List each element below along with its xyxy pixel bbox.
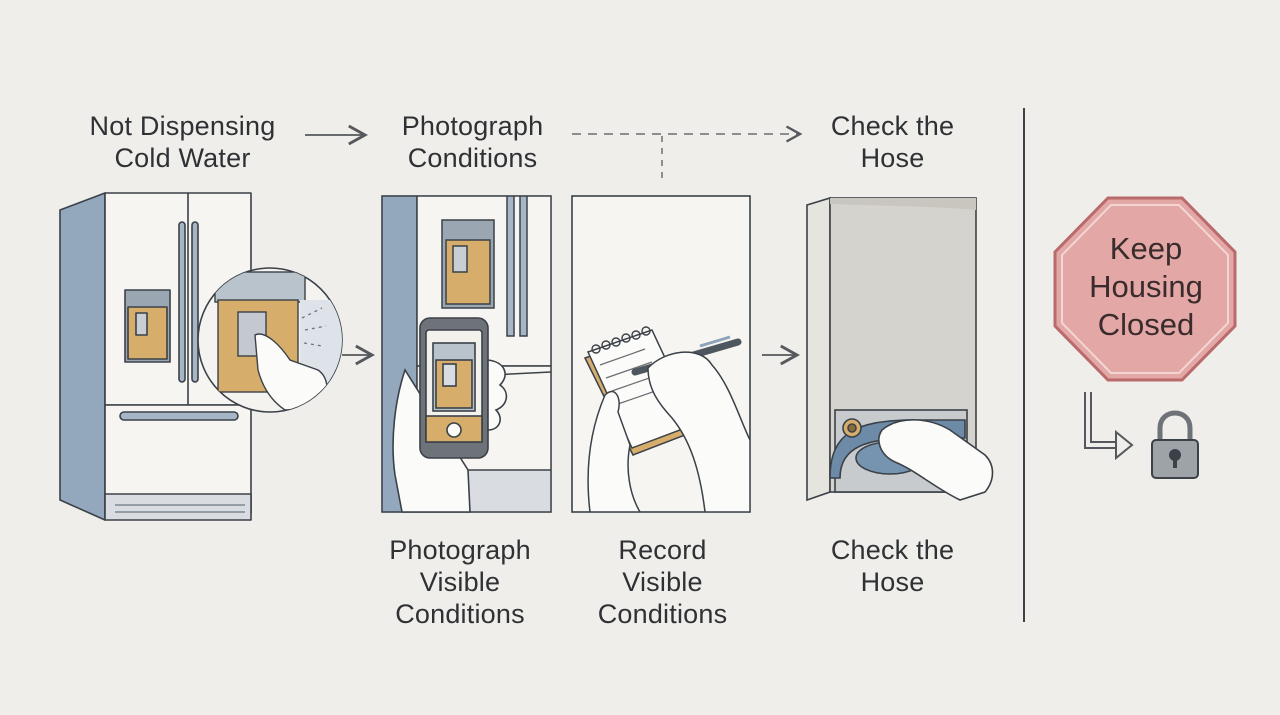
hose-panel [806,196,994,502]
label-check-hose-top: Check the Hose [810,110,975,174]
stop-sign [1053,196,1237,382]
notepad-pen [583,326,750,512]
label-line: Conditions [597,599,728,629]
sign-line: Closed [1097,307,1195,342]
label-line: Visible [419,567,501,597]
sign-line: Keep [1109,231,1183,266]
label-line: Conditions [395,599,525,629]
label-line: Visible [622,567,703,597]
label-photograph-conditions-top: Photograph Conditions [380,110,565,174]
label-photograph-visible: Photograph Visible Conditions [370,534,550,630]
label-line: Hose [860,567,925,597]
arrow-icon [1084,392,1134,461]
stop-sign-text: Keep Housing Closed [1058,230,1234,344]
fridge-illustration [59,192,252,521]
label-line: Not Dispensing [89,111,276,141]
panel-photograph [381,195,552,513]
label-line: Check the [830,535,955,565]
label-line: Conditions [407,143,538,173]
label-line: Photograph [401,111,544,141]
label-line: Check the [830,111,955,141]
smartphone-photo [392,317,508,513]
label-line: Photograph [389,535,531,565]
label-check-hose-bottom: Check the Hose [810,534,975,598]
padlock-icon [1151,410,1199,479]
sign-line: Housing [1089,269,1203,304]
label-line: Cold Water [114,143,251,173]
arrow-icon [572,125,803,184]
label-line: Hose [860,143,925,173]
label-record-visible: Record Visible Conditions [575,534,750,630]
label-line: Record [618,535,707,565]
label-not-dispensing: Not Dispensing Cold Water [70,110,295,174]
magnifier-inset [197,267,343,413]
